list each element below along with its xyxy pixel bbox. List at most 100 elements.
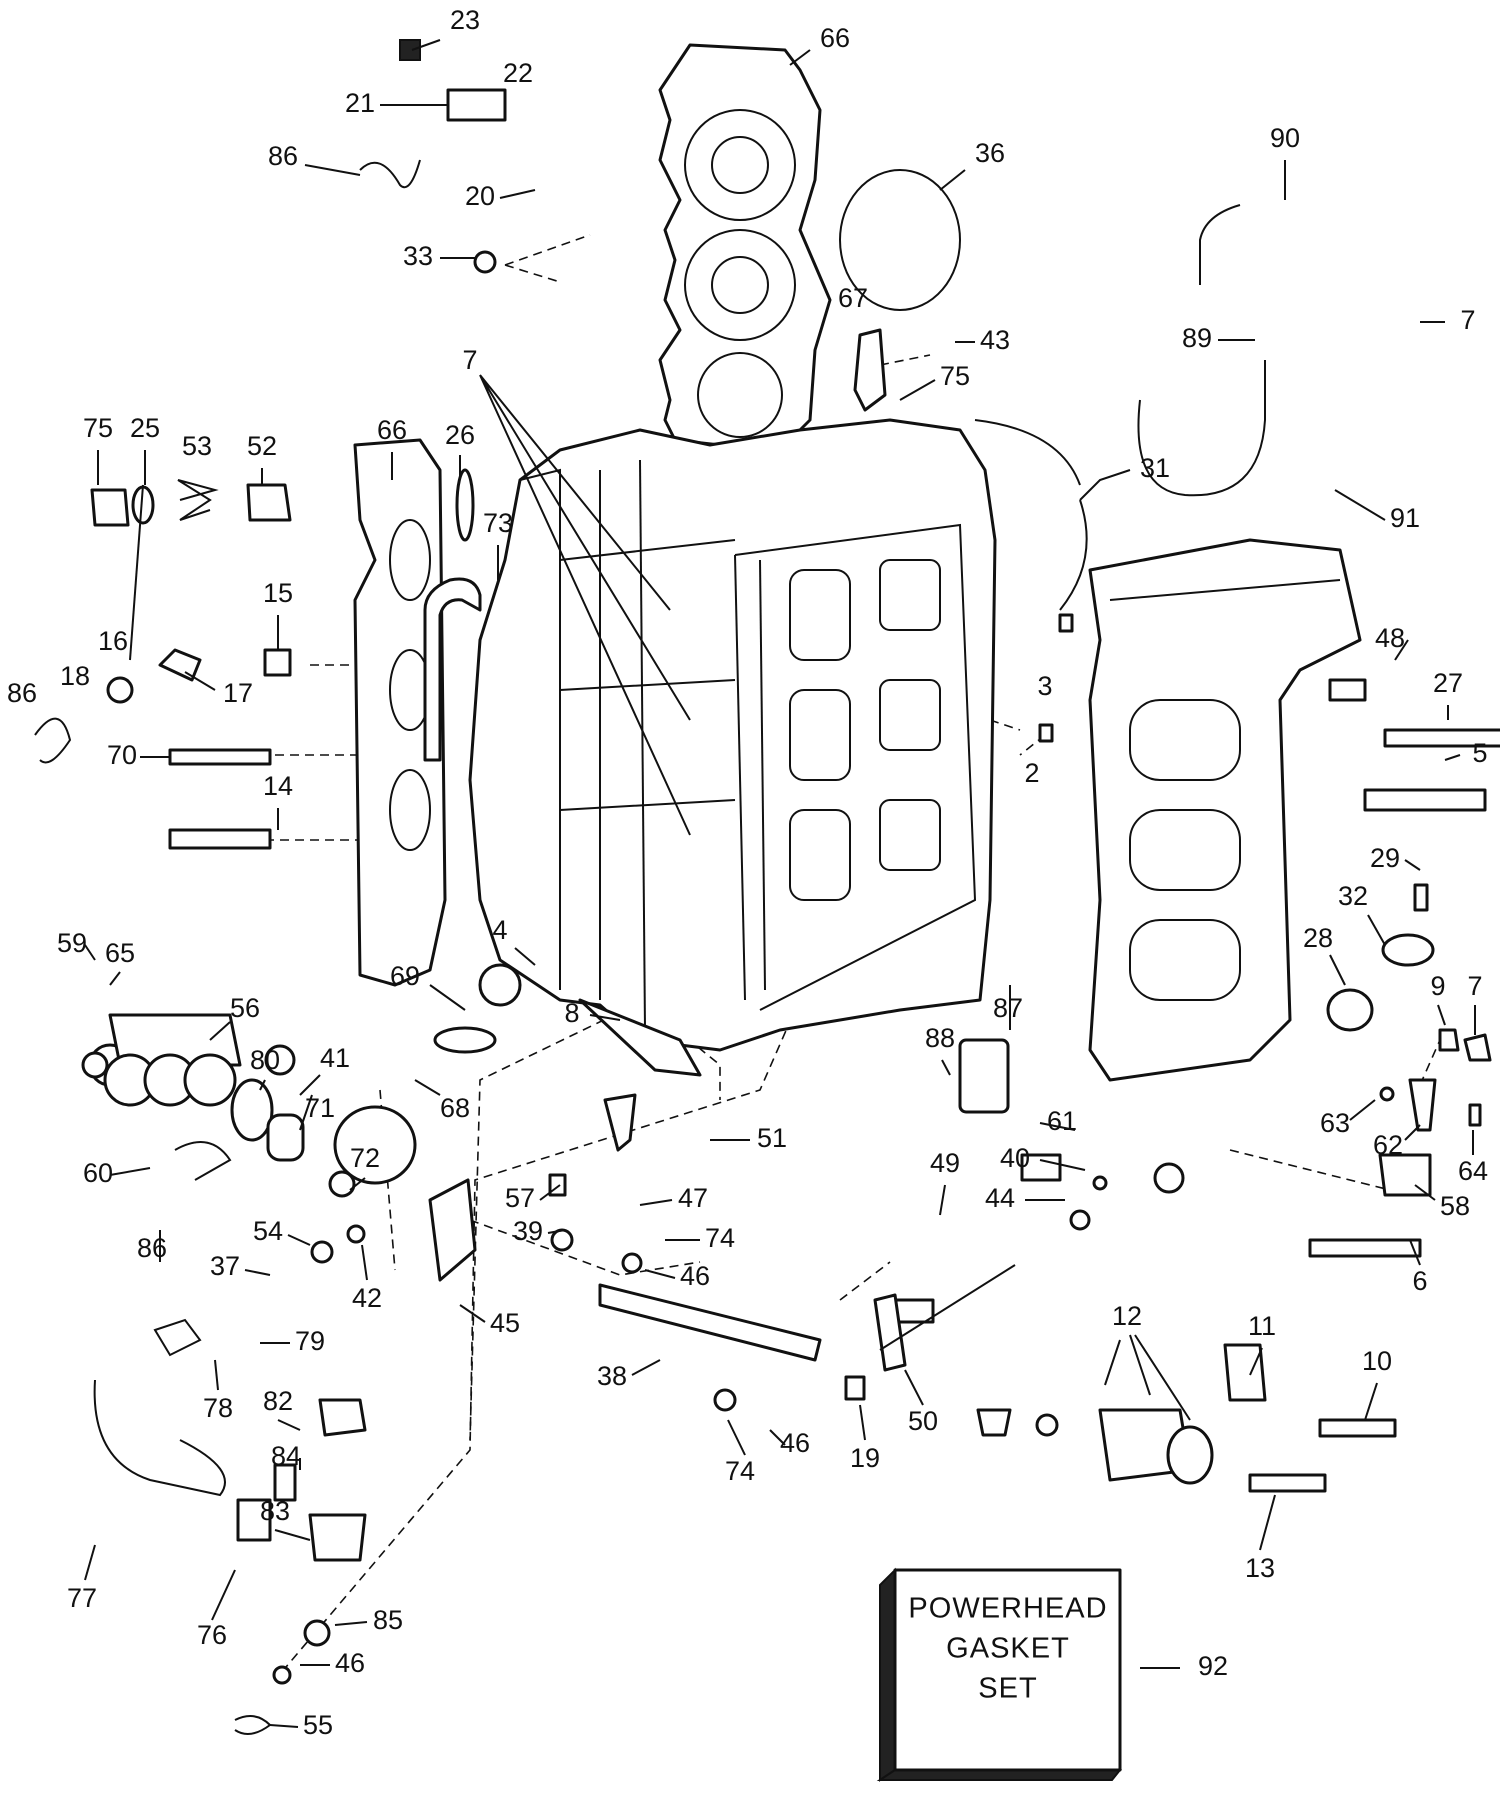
callout-58: 58 xyxy=(1440,1191,1470,1221)
callout-56: 56 xyxy=(230,993,260,1023)
callout-65: 65 xyxy=(105,938,135,968)
callout-46b: 46 xyxy=(780,1428,810,1458)
callout-1: 75 xyxy=(940,361,970,391)
callout-46a: 46 xyxy=(680,1261,710,1291)
callout-48: 48 xyxy=(1375,623,1405,653)
callout-31: 31 xyxy=(1140,453,1170,483)
crankcase-cover xyxy=(1088,538,1362,1082)
callout-63: 63 xyxy=(1320,1108,1350,1138)
callout-72: 72 xyxy=(350,1143,380,1173)
callout-66a: 66 xyxy=(820,23,850,53)
callout-17: 17 xyxy=(223,678,253,708)
callout-21: 21 xyxy=(345,88,375,118)
crankcase-block xyxy=(468,418,997,1052)
callout-50: 50 xyxy=(908,1406,938,1436)
leader-lines xyxy=(84,39,1476,1728)
callout-53: 53 xyxy=(182,431,212,461)
powerhead-gasket-set-box: POWERHEAD GASKET SET 92 xyxy=(876,1567,1228,1782)
callout-37: 37 xyxy=(210,1251,240,1281)
callout-32: 32 xyxy=(1338,881,1368,911)
callout-51: 51 xyxy=(757,1123,787,1153)
o-ring xyxy=(839,169,961,311)
callout-5: 5 xyxy=(1472,738,1487,768)
callout-71: 71 xyxy=(305,1093,335,1123)
callout-25: 25 xyxy=(130,413,160,443)
callout-54: 54 xyxy=(253,1216,283,1246)
callout-62: 62 xyxy=(1373,1130,1403,1160)
crankcase-hoses xyxy=(974,419,1088,611)
callout-4: 4 xyxy=(492,915,507,945)
callout-83: 83 xyxy=(260,1496,290,1526)
callout-52: 52 xyxy=(247,431,277,461)
hose-loop xyxy=(1137,360,1266,497)
callout-92: 92 xyxy=(1198,1651,1228,1681)
callout-33: 33 xyxy=(403,241,433,271)
callout-55: 55 xyxy=(303,1710,333,1740)
callout-26: 26 xyxy=(445,420,475,450)
callout-29: 29 xyxy=(1370,843,1400,873)
callout-11: 11 xyxy=(1248,1311,1276,1341)
callout-86b: 86 xyxy=(7,678,37,708)
callout-39: 39 xyxy=(513,1216,543,1246)
callout-42: 42 xyxy=(352,1283,382,1313)
callout-73: 73 xyxy=(483,508,513,538)
exhaust-cover xyxy=(353,438,447,987)
callout-79: 79 xyxy=(295,1326,325,1356)
callout-76: 76 xyxy=(197,1620,227,1650)
callout-66b: 66 xyxy=(377,415,407,445)
callout-14: 14 xyxy=(263,771,293,801)
hose-elbow xyxy=(1199,204,1241,285)
water-hose xyxy=(423,577,482,762)
callout-74b: 74 xyxy=(725,1456,755,1486)
callout-2: 2 xyxy=(1024,758,1039,788)
callout-57: 57 xyxy=(505,1183,535,1213)
callout-3: 3 xyxy=(1037,671,1052,701)
callout-86a: 86 xyxy=(268,141,298,171)
callout-47: 47 xyxy=(678,1183,708,1213)
callout-46c: 46 xyxy=(335,1648,365,1678)
callout-61: 61 xyxy=(1047,1106,1077,1136)
callout-15: 15 xyxy=(263,578,293,608)
callout-69: 69 xyxy=(390,961,420,991)
gasket-box-line1: POWERHEAD xyxy=(908,1593,1107,1625)
callout-59: 59 xyxy=(57,928,87,958)
callout-12: 12 xyxy=(1112,1301,1142,1331)
callout-16: 16 xyxy=(98,626,128,656)
callout-67: 67 xyxy=(838,283,868,313)
callout-86c: 86 xyxy=(137,1233,167,1263)
callout-88: 88 xyxy=(925,1023,955,1053)
callout-28: 28 xyxy=(1303,923,1333,953)
callout-27: 27 xyxy=(1433,668,1463,698)
callout-22: 22 xyxy=(503,58,533,88)
callout-7a: 7 xyxy=(1460,305,1475,335)
callout-10: 10 xyxy=(1362,1346,1392,1376)
callout-18: 18 xyxy=(60,661,90,691)
callout-40: 40 xyxy=(1000,1143,1030,1173)
callout-70: 70 xyxy=(107,740,137,770)
callout-82: 82 xyxy=(263,1386,293,1416)
callout-41: 41 xyxy=(320,1043,350,1073)
gasket-box-line3: SET xyxy=(978,1673,1037,1705)
callout-74a: 74 xyxy=(705,1223,735,1253)
cylinder-head-gasket xyxy=(658,43,832,447)
callout-49: 49 xyxy=(930,1148,960,1178)
callout-19: 19 xyxy=(850,1443,880,1473)
callout-87: 87 xyxy=(993,993,1023,1023)
callout-7c: 7 xyxy=(1467,971,1482,1001)
callout-78: 78 xyxy=(203,1393,233,1423)
callout-20: 20 xyxy=(465,181,495,211)
callout-64: 64 xyxy=(1458,1156,1488,1186)
callout-8: 8 xyxy=(564,998,579,1028)
callout-43: 43 xyxy=(980,325,1010,355)
callout-90: 90 xyxy=(1270,123,1300,153)
callout-7b: 7 xyxy=(462,345,477,375)
callout-36: 36 xyxy=(975,138,1005,168)
gasket-box-line2: GASKET xyxy=(946,1633,1070,1665)
callout-38: 38 xyxy=(597,1361,627,1391)
small-parts xyxy=(34,39,1500,1735)
callout-45: 45 xyxy=(490,1308,520,1338)
callout-77: 77 xyxy=(67,1583,97,1613)
callout-85: 85 xyxy=(373,1605,403,1635)
callout-80: 80 xyxy=(250,1045,280,1075)
